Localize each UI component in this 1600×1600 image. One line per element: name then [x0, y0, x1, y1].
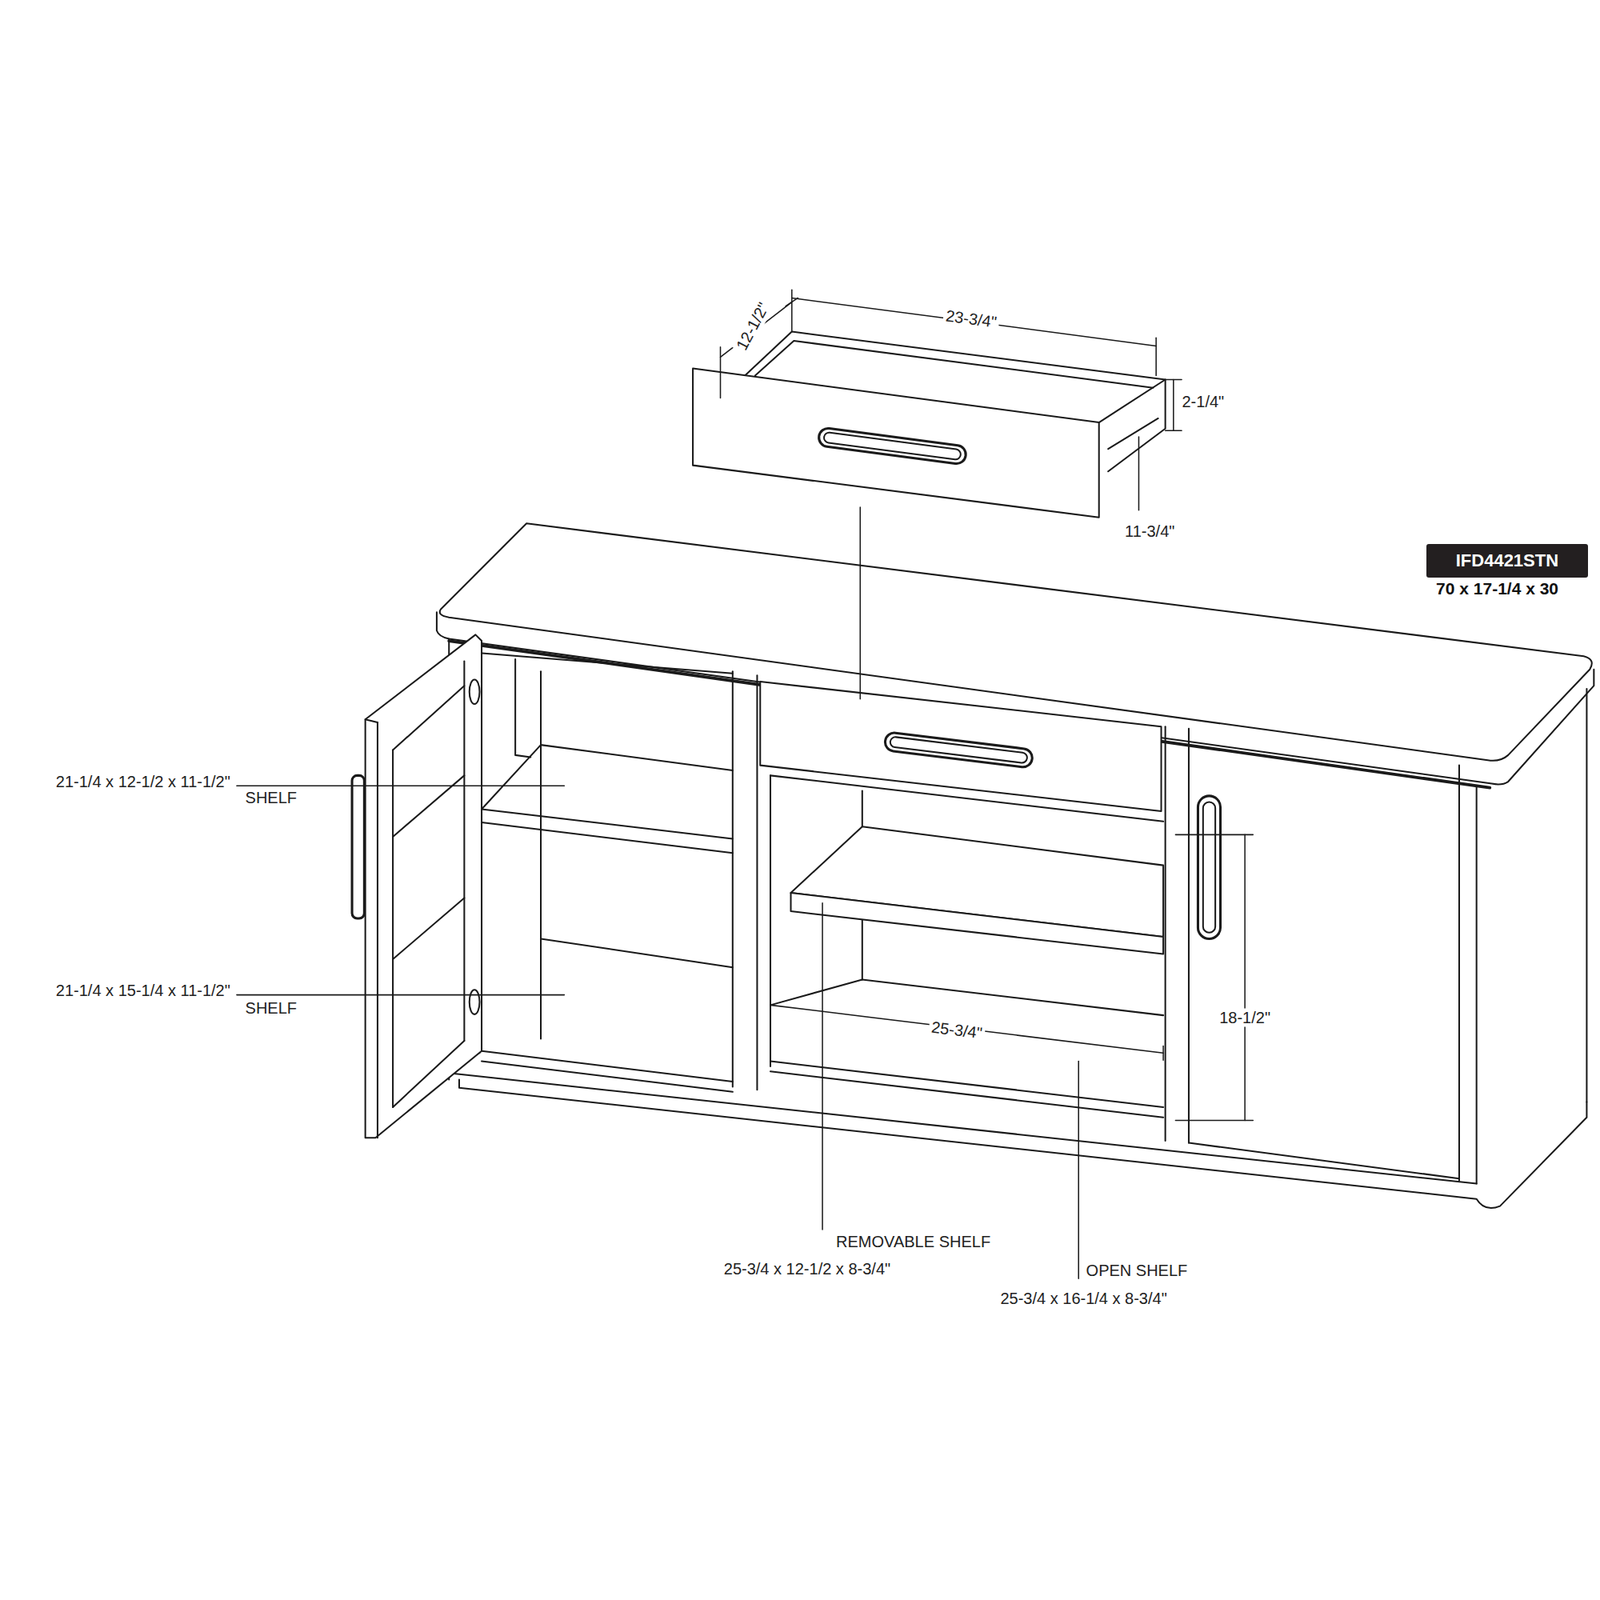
cabinet-drawing [884, 732, 1033, 768]
cabinet-drawing [481, 822, 733, 853]
drawer-drawing [692, 332, 1166, 518]
cabinet-drawing [515, 659, 531, 757]
cabinet-drawing [463, 661, 465, 1041]
cabinet-drawing [862, 979, 1164, 1016]
dimension-line [770, 1004, 1164, 1053]
leader-line [236, 994, 564, 996]
cabinet-drawing [392, 775, 464, 837]
shelf-size: 21-1/4 x 12-1/2 x 11-1/2" [53, 772, 233, 792]
cabinet-drawing [540, 671, 542, 1039]
cabinet-drawing [769, 775, 772, 1067]
cabinet-drawing [1188, 1143, 1460, 1180]
model-number: IFD4421STN [1456, 550, 1559, 572]
dimension-line [1244, 834, 1246, 1120]
cabinet-drawing [376, 722, 379, 1138]
dimension-text: 2-1/4" [1179, 392, 1227, 412]
cabinet-drawing [889, 736, 1028, 764]
dimension-line [1162, 1045, 1164, 1060]
dimension-text: 11-3/4" [1122, 522, 1177, 541]
leader-line [821, 903, 824, 1230]
cabinet-drawing [452, 1073, 1477, 1184]
cabinet-drawing [791, 892, 1164, 955]
dimension-line [1175, 834, 1253, 836]
dimension-line [785, 297, 798, 306]
cabinet-drawing [479, 652, 732, 674]
shelf-name: OPEN SHELF [1084, 1261, 1191, 1280]
dimension-line [1172, 379, 1175, 431]
dimension-line [1175, 1120, 1253, 1122]
dimension-line [791, 289, 793, 332]
drawer-drawing [1108, 418, 1159, 449]
drawer-drawing [817, 427, 967, 465]
drawer-drawing [823, 432, 961, 460]
cabinet-drawing [1197, 796, 1220, 940]
cabinet-drawing [732, 671, 734, 1087]
dimension-line [720, 347, 722, 399]
leader-line [859, 507, 861, 700]
dimension-text: 25-3/4" [928, 1018, 986, 1044]
drawer-drawing [692, 368, 1100, 517]
cabinet-drawing [770, 775, 1164, 821]
cabinet-drawing [352, 775, 364, 919]
cabinet-drawing [1203, 802, 1216, 933]
dimension-line [1138, 436, 1140, 511]
shelf-size: 25-3/4 x 16-1/4 x 8-3/4" [997, 1289, 1169, 1308]
cabinet-drawing [481, 808, 733, 839]
cabinet-drawing [756, 675, 758, 1090]
cabinet-drawing [770, 1061, 1164, 1108]
leader-line [1077, 1061, 1080, 1280]
cabinet-drawing [1188, 728, 1190, 1144]
dimension-line [1155, 337, 1157, 376]
cabinet-drawing [1458, 765, 1460, 1181]
leader-line [236, 784, 564, 787]
shelf-name: REMOVABLE SHELF [833, 1232, 993, 1252]
cabinet-drawing [392, 1040, 464, 1108]
model-badge: IFD4421STN [1426, 544, 1588, 578]
cabinet-drawing [352, 523, 1594, 1208]
dimension-text: 12-1/2" [732, 297, 775, 356]
cabinet-drawing [392, 897, 464, 960]
cabinet-drawing [1476, 785, 1478, 1184]
cabinet-drawing [365, 719, 378, 723]
dimension-text: 18-1/2" [1216, 1008, 1273, 1027]
cabinet-drawing [459, 1079, 1587, 1208]
cabinet-drawing [1585, 688, 1588, 1103]
cabinet-drawing [392, 750, 394, 1108]
cabinet-drawing [770, 1071, 1164, 1117]
overall-size: 70 x 17-1/4 x 30 [1433, 579, 1561, 599]
leader-line [236, 507, 1079, 1279]
cabinet-drawing [540, 744, 733, 771]
cabinet-drawing [469, 989, 480, 1015]
cabinet-drawing [1164, 726, 1167, 1141]
cabinet-drawing [481, 1061, 733, 1092]
shelf-name: SHELF [243, 788, 300, 808]
cabinet-drawing [540, 938, 733, 968]
cabinet-drawing [392, 685, 464, 750]
cabinet-drawing [760, 681, 1161, 812]
cabinet-drawing [481, 744, 541, 809]
cabinet-drawing [770, 979, 863, 1005]
dimension-text: 23-3/4" [942, 306, 1000, 332]
drawer-drawing [755, 340, 1153, 388]
drawer-drawing [1108, 379, 1165, 472]
shelf-name: SHELF [243, 999, 300, 1018]
dimension-line [792, 297, 1156, 346]
shelf-size: 25-3/4 x 12-1/2 x 8-3/4" [721, 1260, 893, 1279]
cabinet-drawing [365, 634, 482, 1138]
cabinet-drawing [469, 679, 480, 704]
shelf-size: 21-1/4 x 15-1/4 x 11-1/2" [53, 981, 233, 1000]
